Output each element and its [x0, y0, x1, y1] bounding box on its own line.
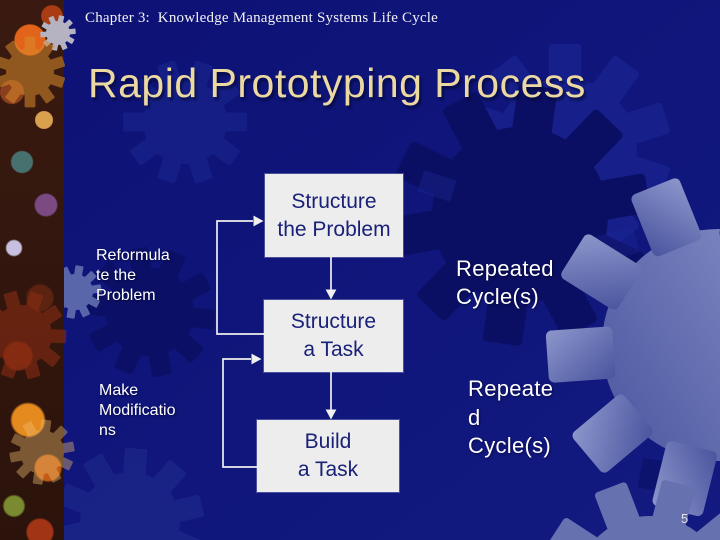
flow-step-structure-a-task: Structure a Task	[264, 300, 403, 372]
arrowhead-right-icon	[253, 215, 264, 227]
page-number: 5	[681, 511, 689, 526]
gear-icon	[510, 137, 720, 540]
flow-step-structure-the-problem: Structure the Problem	[265, 174, 403, 257]
label-repeated-cycles-2: Repeate d Cycle(s)	[468, 376, 554, 459]
gear-icon	[512, 454, 720, 540]
feedback-connector-line	[222, 358, 257, 468]
background-shape	[637, 457, 695, 497]
label-make-modifications: Make Modificatio ns	[99, 382, 176, 439]
flow-step-build-a-task: Build a Task	[257, 420, 399, 492]
left-artwork-strip	[0, 0, 64, 540]
slide-title: Rapid Prototyping Process	[88, 60, 586, 106]
arrowhead-right-icon	[251, 353, 262, 365]
arrowhead-down-icon	[325, 289, 337, 300]
gear-icon	[64, 442, 210, 540]
label-reformulate-the-problem: Reformula te the Problem	[96, 247, 170, 304]
chapter-header: Chapter 3: Knowledge Management Systems …	[85, 10, 439, 26]
background-shape	[592, 227, 640, 263]
arrowhead-down-icon	[325, 409, 337, 420]
gear-icon	[373, 68, 667, 362]
background-shape	[417, 170, 457, 202]
label-repeated-cycles: Repeated Cycle(s)	[456, 256, 554, 309]
feedback-connector-line	[216, 220, 264, 335]
